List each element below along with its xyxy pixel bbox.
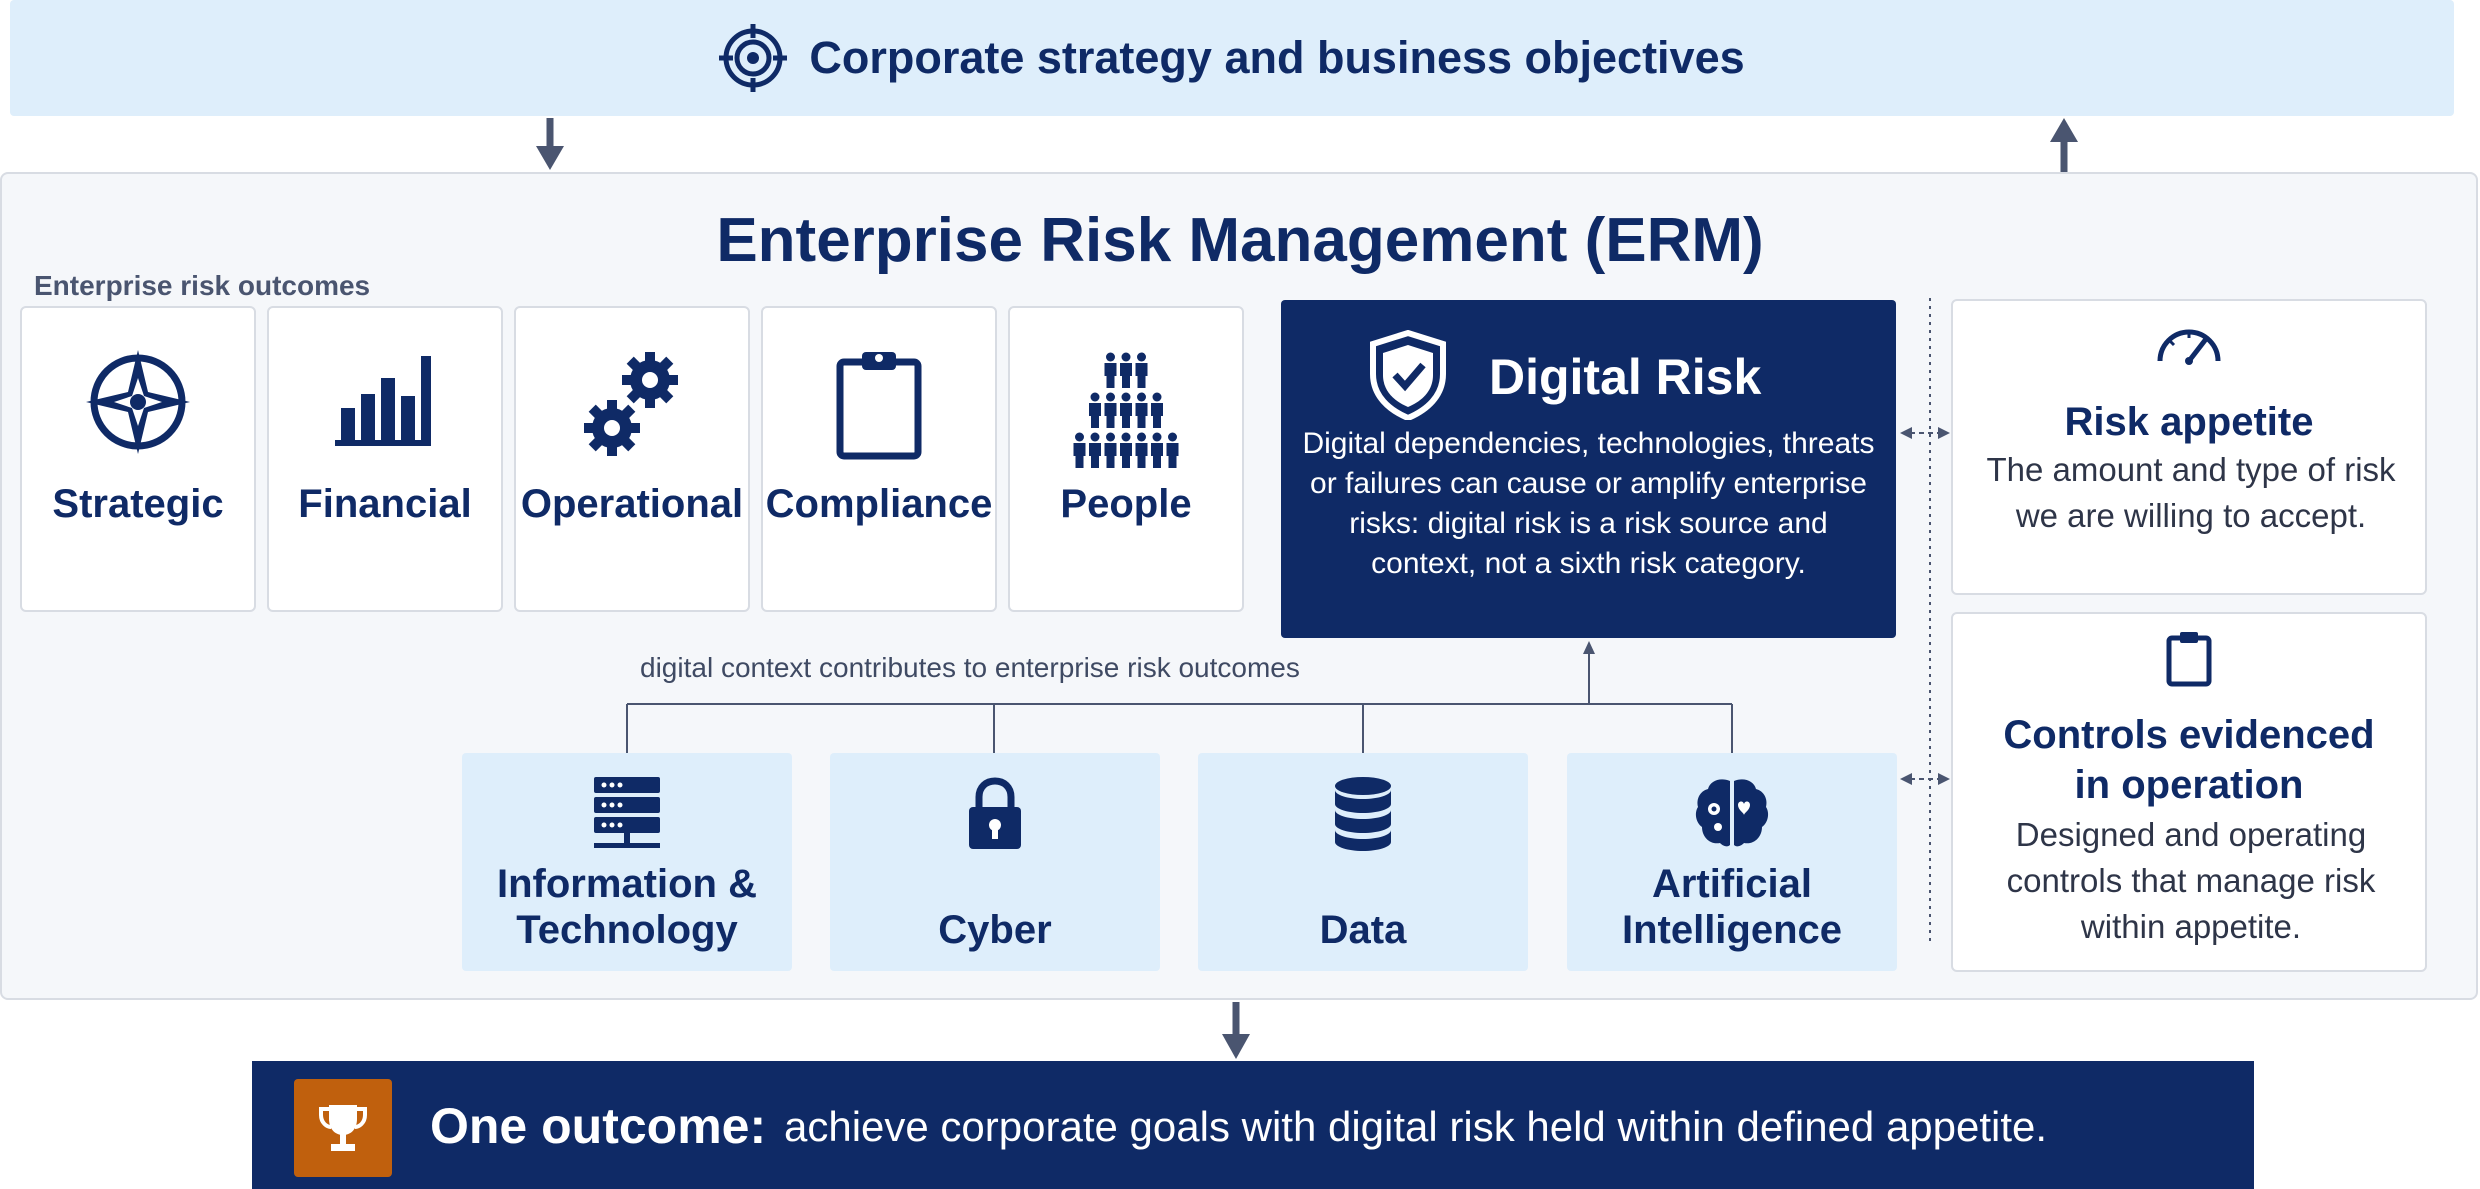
server-icon xyxy=(594,777,660,848)
banner-title: Corporate strategy and business objectiv… xyxy=(809,32,1745,83)
clipboard-icon xyxy=(836,352,922,460)
source-label-line2: Cyber xyxy=(938,908,1052,952)
digital-risk-title: Digital Risk xyxy=(1489,349,1762,405)
contribution-label: digital context contributes to enterpris… xyxy=(640,652,1300,683)
risk-appetite-title: Risk appetite xyxy=(2064,400,2314,444)
source-card-artificial-intelligence: Artificial Intelligence xyxy=(1567,753,1897,971)
category-label: Operational xyxy=(520,482,744,526)
digital-risk-description: Digital dependencies, technologies, thre… xyxy=(1302,427,1875,580)
category-label: People xyxy=(1060,482,1192,526)
database-icon xyxy=(1335,777,1391,851)
category-card-strategic: Strategic xyxy=(20,306,256,612)
source-card-cyber: Cyber xyxy=(830,753,1160,971)
category-card-compliance: Compliance xyxy=(761,306,997,612)
gears-icon xyxy=(584,352,678,456)
risk-appetite-description: The amount and type of risk we are willi… xyxy=(1986,451,2396,534)
controls-title-line2: in operation xyxy=(2074,763,2304,807)
category-label: Compliance xyxy=(765,482,993,526)
brain-icon xyxy=(1695,779,1769,847)
people-icon xyxy=(1073,352,1179,468)
compass-icon xyxy=(86,350,190,454)
outcome-text: achieve corporate goals with digital ris… xyxy=(784,1103,2048,1150)
controls-description: Designed and operating controls that man… xyxy=(2006,816,2376,945)
risk-appetite-card: Risk appetite The amount and type of ris… xyxy=(1951,299,2427,595)
target-icon xyxy=(719,24,788,92)
controls-card: Controls evidenced in operation Designed… xyxy=(1951,612,2427,972)
category-card-people: People xyxy=(1008,306,1244,612)
outcome-lead: One outcome: xyxy=(430,1098,767,1154)
category-label: Strategic xyxy=(52,482,224,526)
trophy-icon xyxy=(319,1105,367,1151)
category-card-operational: Operational xyxy=(514,306,750,612)
source-label-line2: Data xyxy=(1319,908,1407,952)
lock-icon xyxy=(969,777,1021,849)
source-label-line1: Information & xyxy=(497,862,757,906)
source-label-line2: Intelligence xyxy=(1621,908,1843,952)
corporate-strategy-banner: Corporate strategy and business objectiv… xyxy=(10,0,2454,116)
digital-risk-panel: Digital Risk Digital dependencies, techn… xyxy=(1281,300,1896,638)
controls-title-line1: Controls evidenced xyxy=(2003,713,2375,757)
shield-check-icon xyxy=(1370,330,1446,420)
erm-title: Enterprise Risk Management (ERM) xyxy=(716,206,1764,275)
source-card-data: Data xyxy=(1198,753,1528,971)
category-label: Financial xyxy=(298,482,472,526)
outcomes-label: Enterprise risk outcomes xyxy=(34,270,371,301)
gauge-icon xyxy=(2157,329,2221,365)
outcome-banner: One outcome: achieve corporate goals wit… xyxy=(252,1061,2254,1189)
clipboard-icon xyxy=(2166,632,2212,687)
source-label-line2: Technology xyxy=(516,908,738,952)
source-label-line1: Artificial xyxy=(1651,862,1813,906)
bar-chart-icon xyxy=(335,356,431,446)
category-card-financial: Financial xyxy=(267,306,503,612)
trophy-badge xyxy=(294,1079,392,1177)
source-card-information-technology: Information & Technology xyxy=(462,753,792,971)
